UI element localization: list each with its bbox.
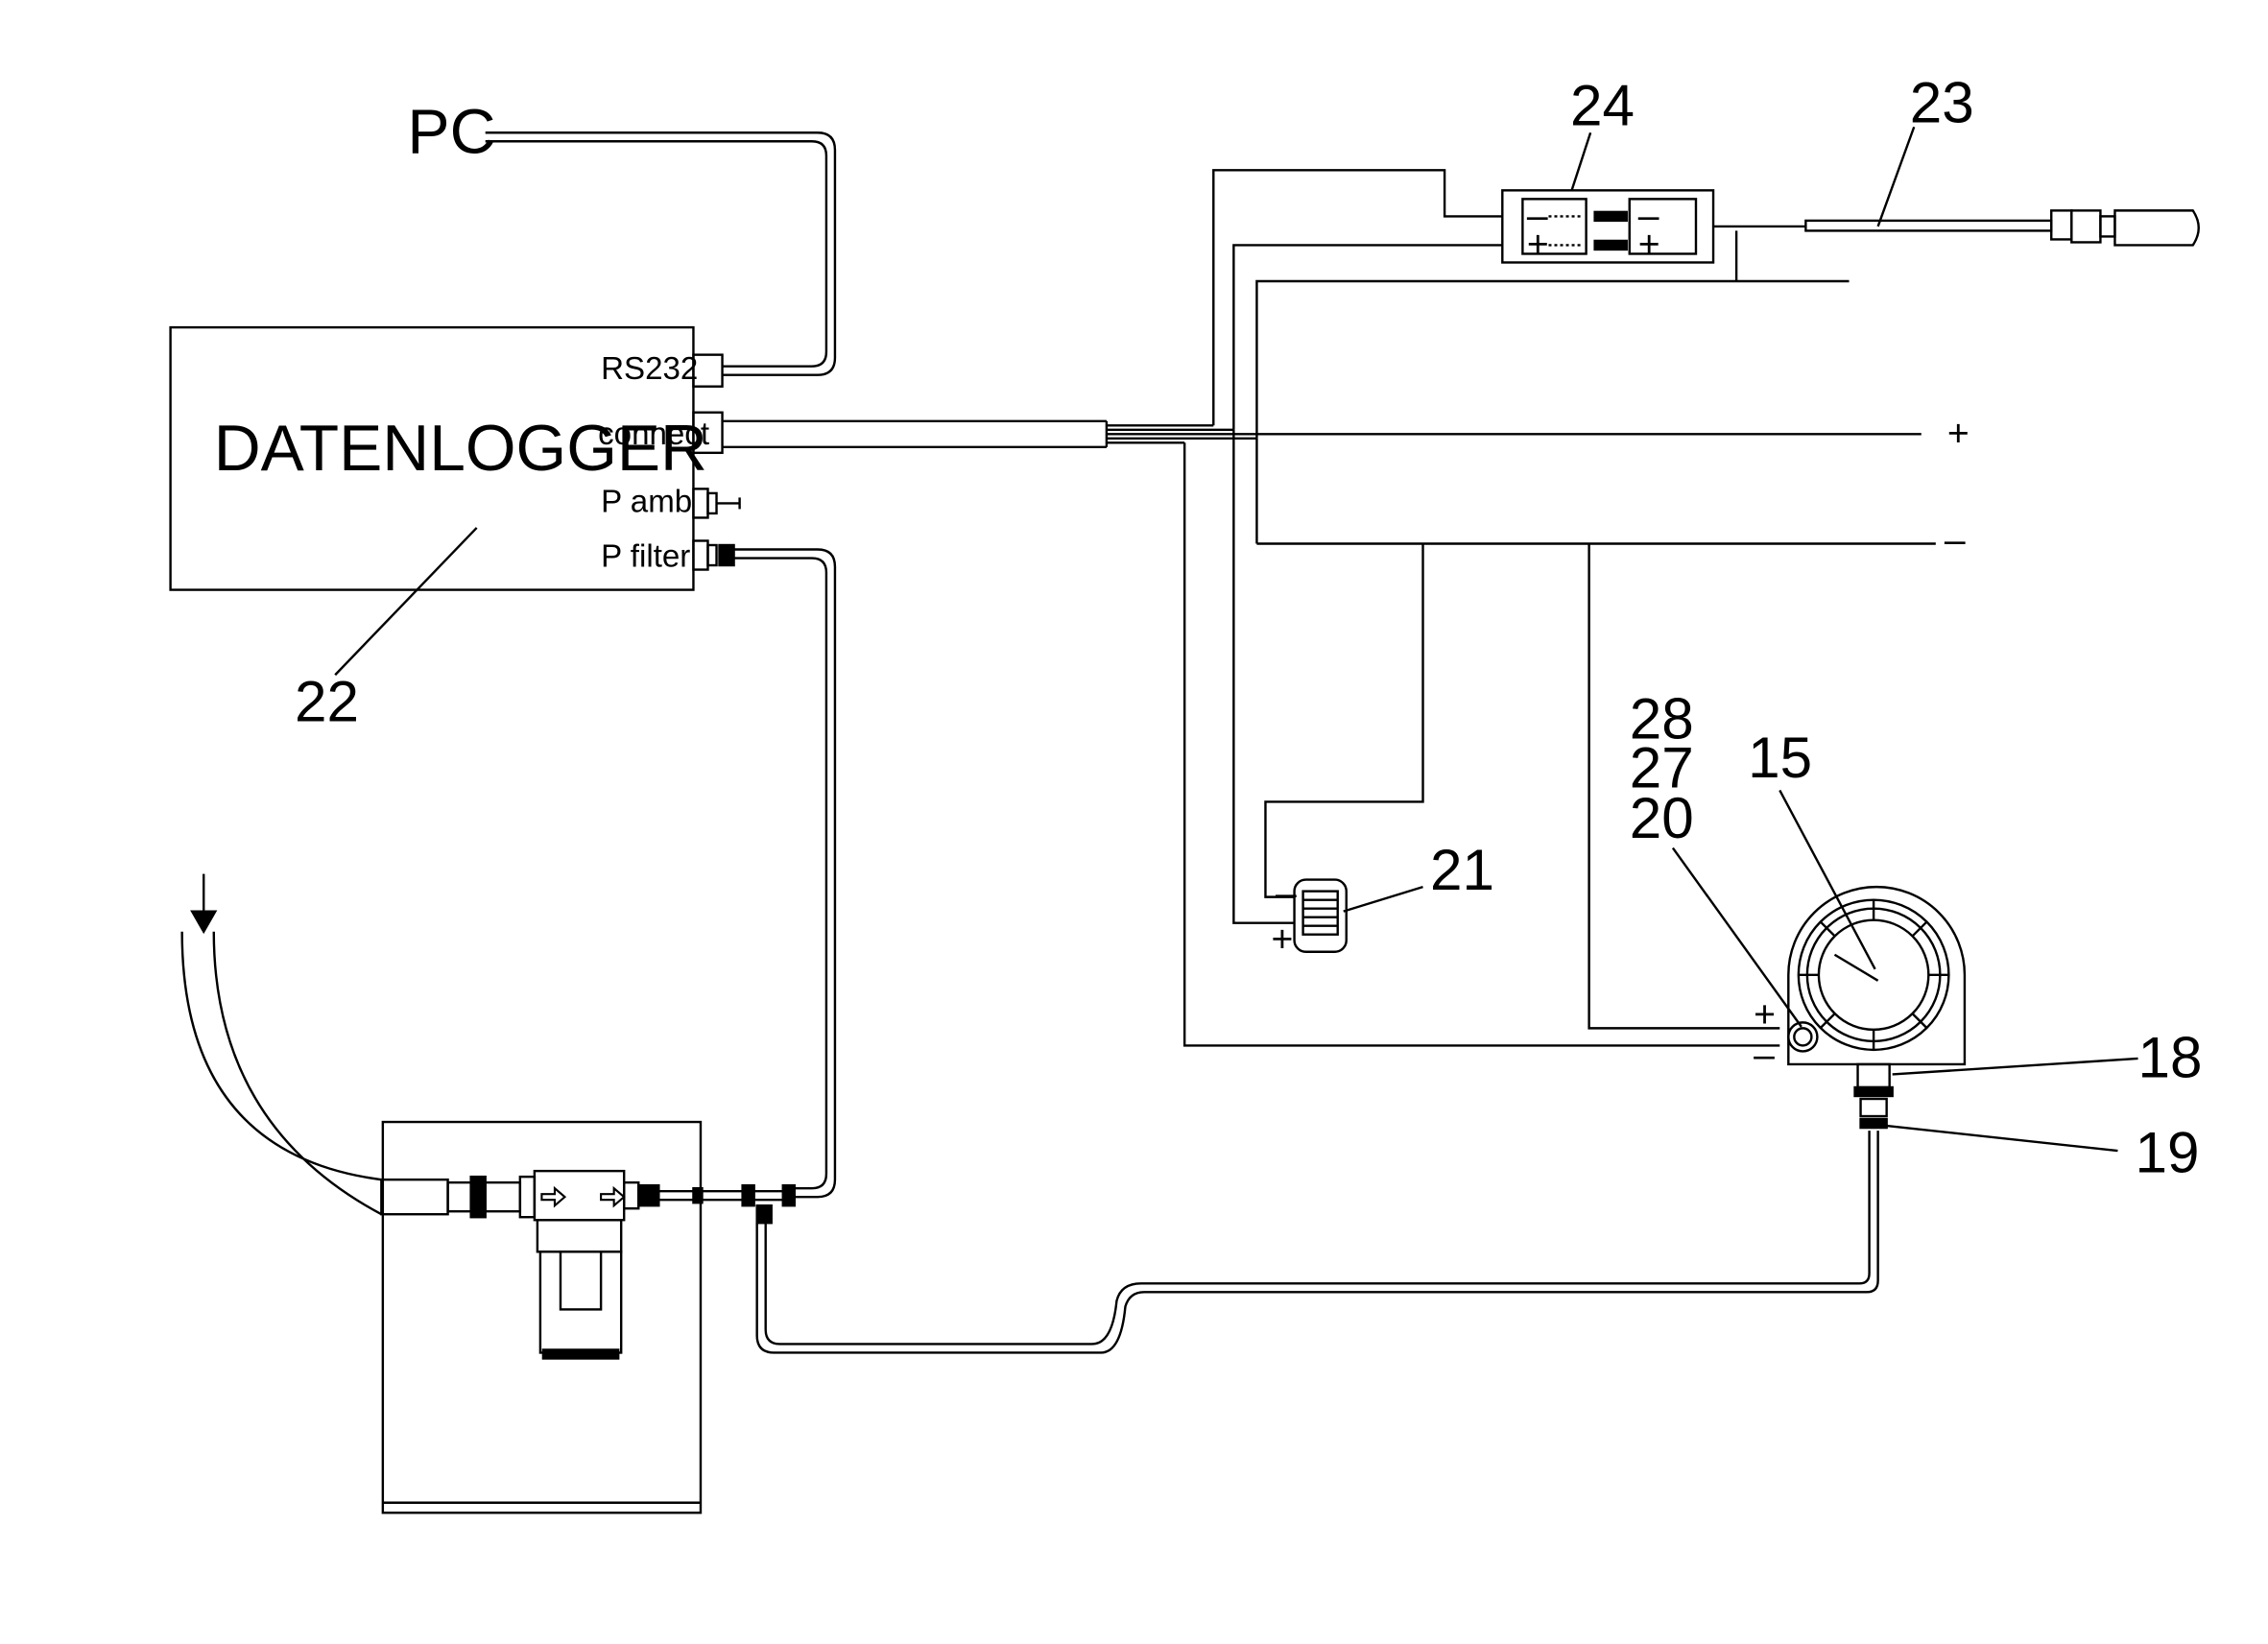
ref-20: 20	[1630, 786, 1694, 850]
p-filter-connector	[692, 539, 735, 571]
p-amb-label: P amb	[601, 484, 692, 519]
ref-28: 28	[1630, 686, 1694, 751]
ref-24: 24	[1570, 74, 1635, 138]
gauge-pressure-hose	[755, 1117, 1888, 1354]
filter-pressure-hose	[733, 548, 837, 1199]
datalogger-box	[169, 325, 695, 591]
rs232-label: RS232	[601, 351, 698, 387]
ref-22: 22	[295, 669, 359, 733]
component-21-sensor	[1293, 878, 1348, 953]
gauge-plus-sign: +	[1754, 994, 1776, 1036]
pc-cable	[485, 131, 837, 376]
filter-flow-arrow-icons	[540, 1185, 626, 1208]
ref-21: 21	[1430, 838, 1494, 902]
ref-19: 19	[2136, 1121, 2200, 1185]
leader-lines	[334, 126, 2138, 1153]
rs232-port	[692, 353, 724, 388]
datalogger-label: DATENLOGGER	[214, 413, 707, 485]
filter-assembly	[380, 1169, 797, 1360]
connect-port	[692, 411, 724, 455]
wiring	[1182, 169, 1936, 1047]
exhaust-intake-hose	[180, 931, 382, 1216]
connector-24-plus-left: +	[1527, 224, 1549, 265]
filter-unit-housing	[381, 1120, 703, 1514]
flow-direction-arrow	[190, 873, 218, 935]
connector-24-plus-right: +	[1638, 224, 1660, 265]
ref-15: 15	[1748, 726, 1812, 790]
sensor-23	[1804, 209, 2200, 247]
p-amb-connector	[692, 488, 741, 519]
sensor-21-minus-sign: –	[1276, 873, 1297, 915]
connector-24-minus-left: –	[1527, 195, 1548, 236]
p-filter-label: P filter	[601, 539, 690, 575]
sensor-21-plus-sign: +	[1271, 919, 1293, 961]
ref-18: 18	[2138, 1026, 2203, 1090]
pressure-gauge-15	[1787, 885, 1967, 1118]
ref-27: 27	[1630, 735, 1694, 799]
supply-plus-sign: +	[1947, 413, 1970, 454]
gauge-minus-sign: –	[1754, 1035, 1775, 1076]
connect-cable	[722, 419, 1922, 449]
connect-label: connect	[598, 417, 709, 452]
supply-minus-sign: –	[1945, 520, 1966, 561]
ref-23: 23	[1910, 71, 1974, 135]
connector-24-minus-right: –	[1638, 195, 1659, 236]
pc-label: PC	[407, 96, 495, 167]
component-24-connector	[1501, 189, 1806, 264]
